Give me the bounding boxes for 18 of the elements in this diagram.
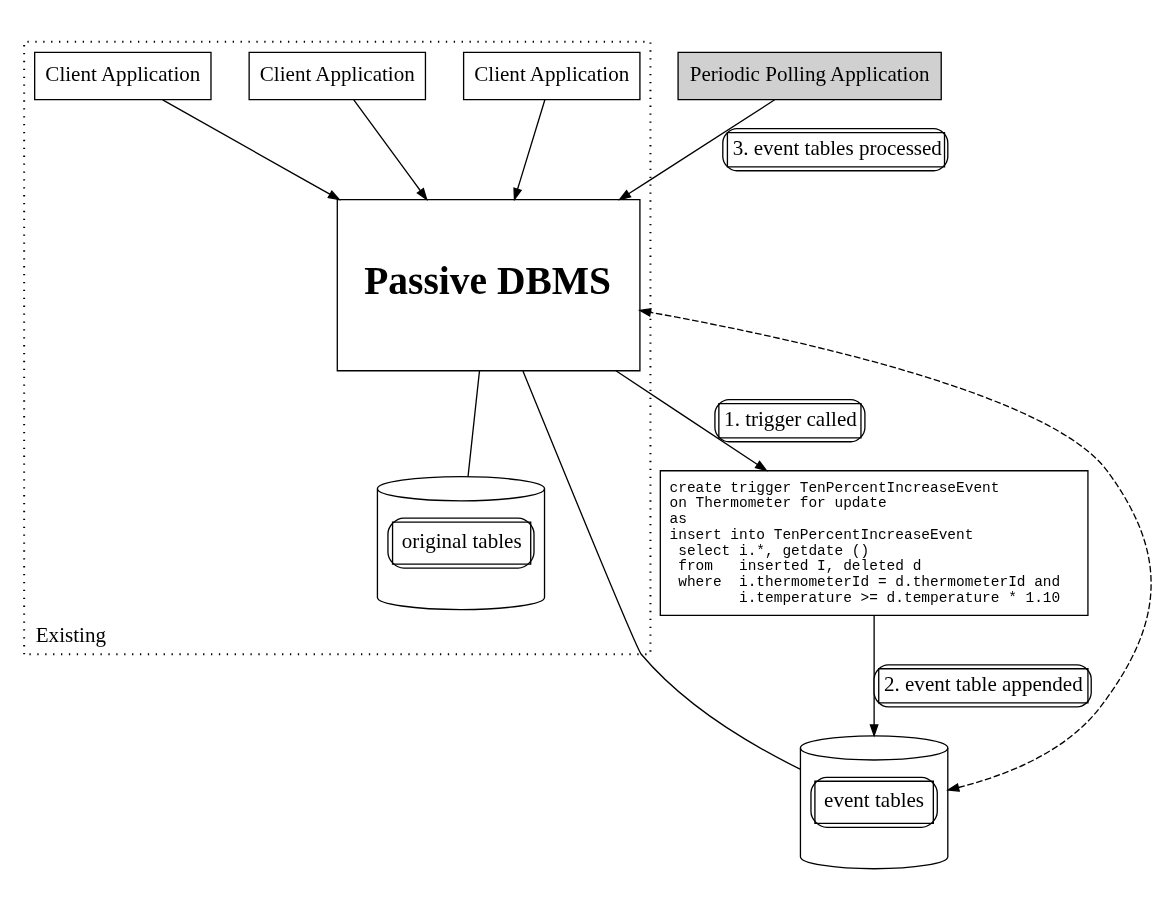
arrow (869, 614, 879, 738)
node-box: Passive DBMS (336, 199, 641, 372)
node-box: Client Application (248, 51, 427, 101)
arrow (162, 99, 341, 201)
edge-label: 3. event tables processed (732, 135, 942, 160)
node-box: create trigger TenPercentIncreaseEvent on Thermometer for update as insert into TenPercentIncreaseEvent select i.*, getdate () from inserted I, deleted d where i.thermometerId = d.thermometerId and i.temperature >= d.temperature * 1.10 (659, 470, 1089, 617)
edge-label: 2. event table appended (883, 671, 1083, 696)
connector (467, 370, 481, 478)
arrow (618, 99, 776, 201)
connector (522, 370, 801, 770)
node-box: Periodic Polling Application (677, 51, 942, 101)
arrow (513, 99, 546, 202)
arrow (353, 99, 428, 201)
edge-label: 1. trigger called (724, 406, 857, 431)
node-box: Client Application (34, 51, 212, 101)
node-box: Client Application (462, 51, 641, 101)
arrow (615, 370, 768, 472)
arrow (638, 307, 1152, 792)
